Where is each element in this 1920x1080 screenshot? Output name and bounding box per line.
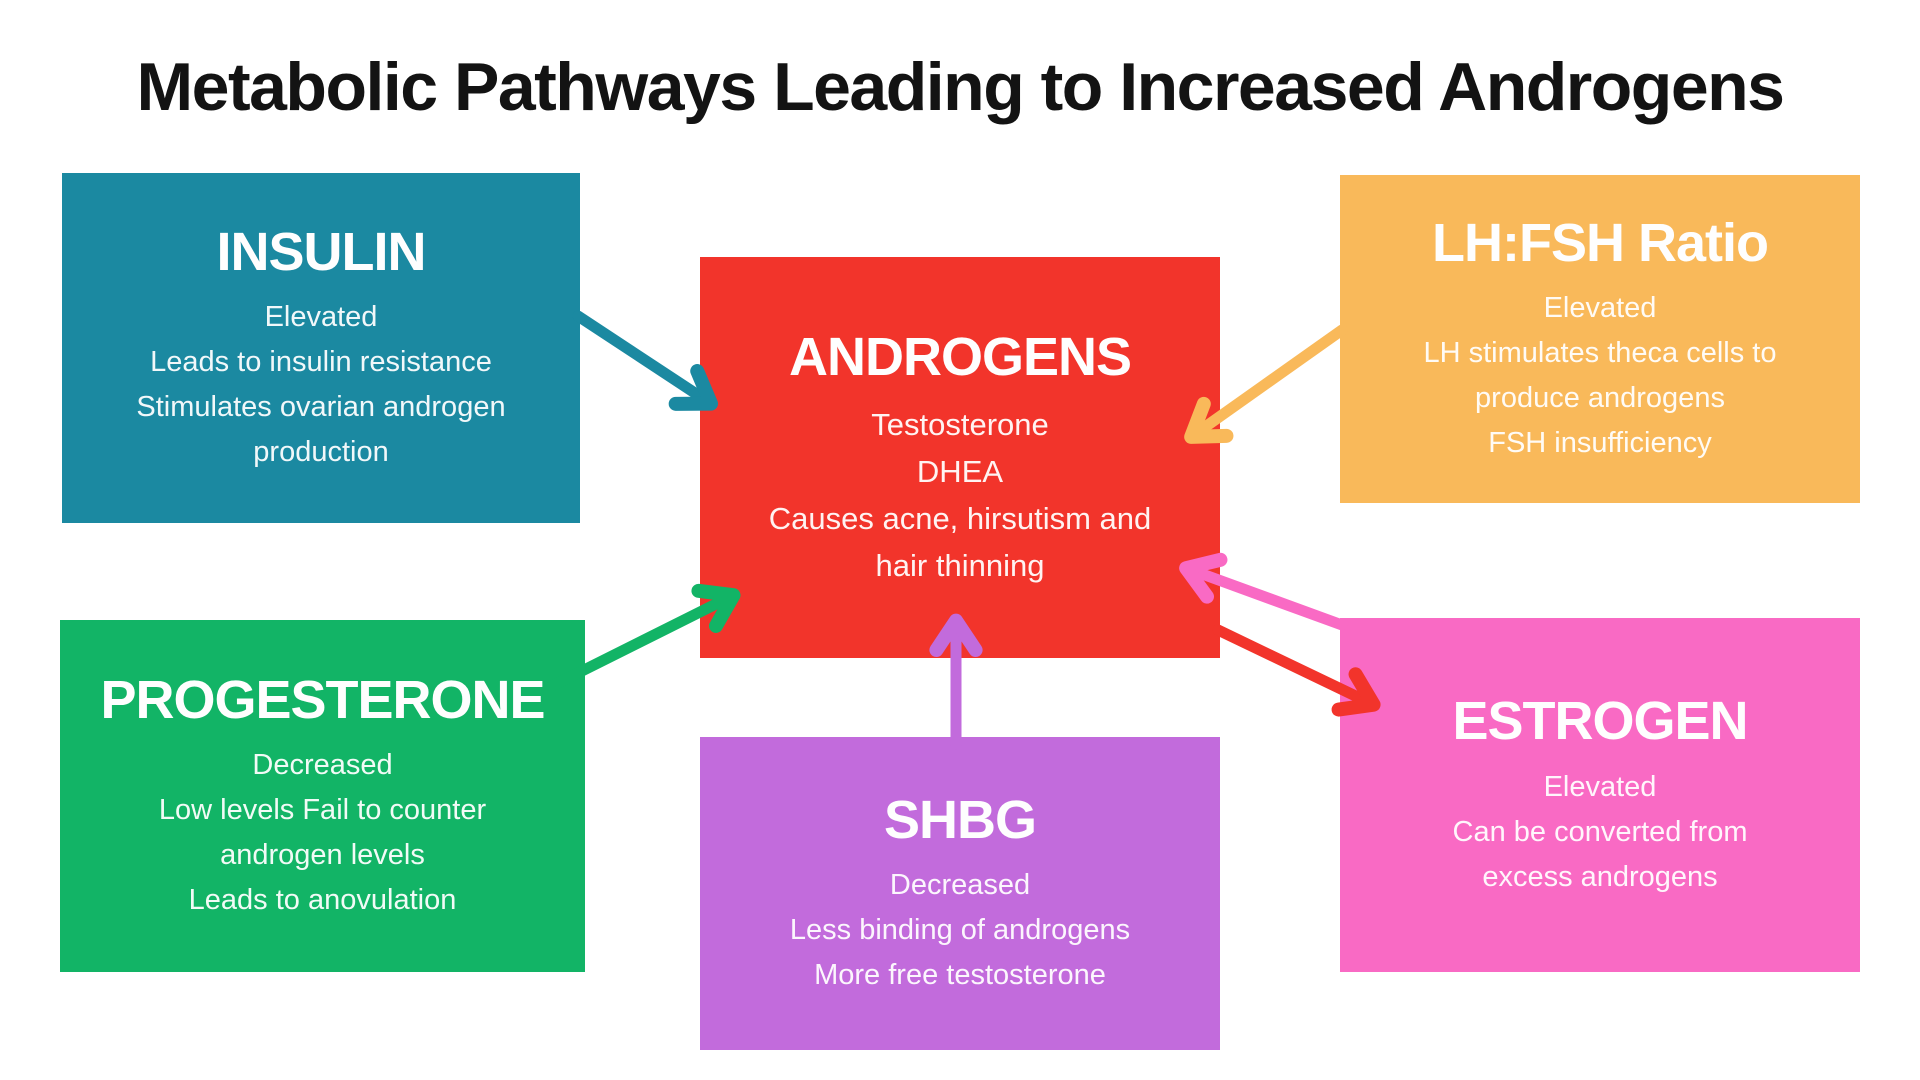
- box-lhfsh-ratio-line: FSH insufficiency: [1488, 427, 1712, 460]
- box-estrogen-line: excess androgens: [1482, 860, 1718, 893]
- box-androgens: ANDROGENS Testosterone DHEA Causes acne,…: [700, 257, 1220, 658]
- box-androgens-line: Causes acne, hirsutism and: [768, 500, 1152, 536]
- box-shbg-line: Less binding of androgens: [789, 914, 1131, 947]
- box-progesterone-line: androgen levels: [220, 839, 425, 872]
- arrow-insulin-to-androgens: [572, 310, 719, 411]
- box-progesterone: PROGESTERONE Decreased Low levels Fail t…: [60, 620, 585, 972]
- box-insulin: INSULIN Elevated Leads to insulin resist…: [62, 173, 580, 523]
- box-androgens-line: DHEA: [916, 453, 1004, 489]
- box-androgens-line: hair thinning: [875, 547, 1045, 583]
- box-estrogen-title: ESTROGEN: [1452, 691, 1748, 752]
- page-title: Metabolic Pathways Leading to Increased …: [136, 49, 1785, 125]
- box-shbg-title: SHBG: [883, 789, 1037, 850]
- box-lhfsh-ratio-line: Elevated: [1543, 292, 1657, 325]
- box-insulin-title: INSULIN: [216, 221, 427, 282]
- box-lhfsh-ratio: LH:FSH Ratio Elevated LH stimulates thec…: [1340, 175, 1860, 503]
- box-lhfsh-ratio-line: produce androgens: [1475, 382, 1725, 415]
- box-insulin-line: Leads to insulin resistance: [150, 346, 492, 379]
- box-lhfsh-ratio-title: LH:FSH Ratio: [1432, 212, 1769, 273]
- box-insulin-line: Elevated: [264, 301, 378, 334]
- box-estrogen: ESTROGEN Elevated Can be converted from …: [1340, 618, 1860, 972]
- box-estrogen-line: Elevated: [1543, 770, 1657, 803]
- box-insulin-line: Stimulates ovarian androgen: [136, 391, 506, 424]
- box-shbg: SHBG Decreased Less binding of androgens…: [700, 737, 1220, 1050]
- box-insulin-line: production: [253, 436, 389, 469]
- box-progesterone-title: PROGESTERONE: [100, 669, 545, 730]
- box-androgens-line: Testosterone: [871, 406, 1049, 442]
- box-progesterone-line: Leads to anovulation: [188, 884, 457, 917]
- box-lhfsh-ratio-line: LH stimulates theca cells to: [1423, 337, 1777, 370]
- box-progesterone-line: Decreased: [252, 749, 393, 782]
- box-androgens-title: ANDROGENS: [788, 327, 1132, 388]
- box-progesterone-line: Low levels Fail to counter: [158, 794, 487, 827]
- box-shbg-line: Decreased: [889, 869, 1031, 902]
- box-shbg-line: More free testosterone: [814, 959, 1106, 992]
- box-estrogen-line: Can be converted from: [1452, 815, 1748, 848]
